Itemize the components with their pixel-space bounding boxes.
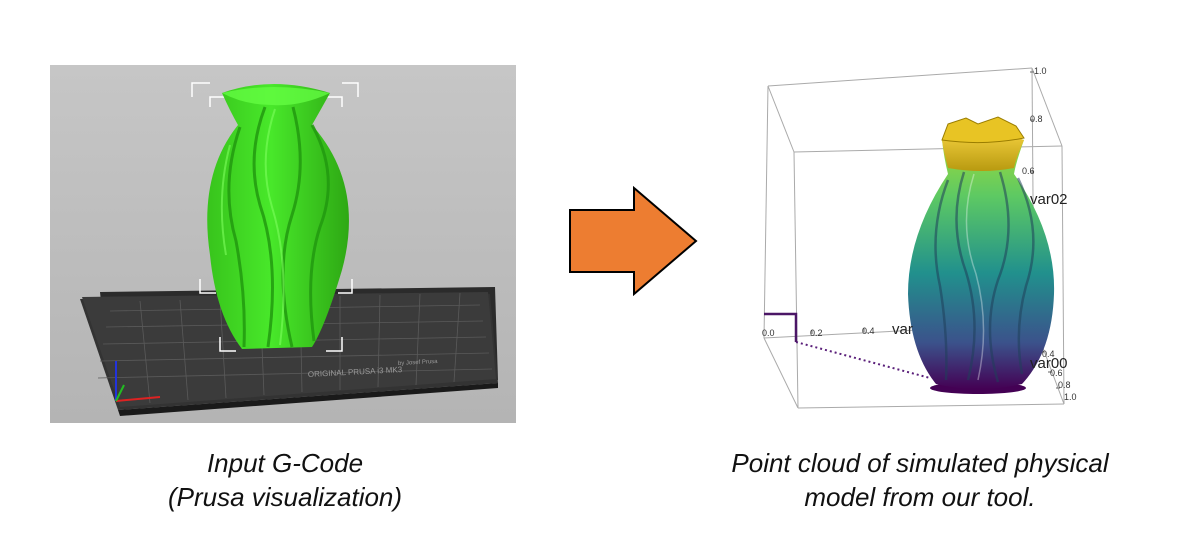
- left-caption: Input G-Code (Prusa visualization): [100, 446, 470, 514]
- axis-gizmo: [115, 361, 161, 402]
- point-cloud-panel: 1.0 0.8 0.6 0.0 0.2 0.4 0.4 0.6 0.8 1.0 …: [752, 62, 1082, 414]
- z-tick-label: 0.6: [1022, 166, 1035, 176]
- right-caption-line-2: model from our tool.: [804, 482, 1036, 512]
- left-caption-line-1: Input G-Code: [206, 448, 364, 478]
- z-axis-label: var02: [1030, 191, 1068, 208]
- prusa-visualization-panel: ORIGINAL PRUSA i3 MK3 by Josef Prusa: [50, 65, 516, 423]
- point-cloud-vase: [908, 116, 1055, 394]
- z-tick-label: 0.8: [1030, 114, 1043, 124]
- prusa-scene: ORIGINAL PRUSA i3 MK3 by Josef Prusa: [50, 65, 516, 423]
- x-axis-label: var: [892, 321, 913, 338]
- y-axis-label: var00: [1030, 355, 1068, 372]
- origin-marker: [764, 312, 931, 379]
- bed-brand-sublabel: by Josef Prusa: [398, 359, 439, 367]
- right-arrow-icon: [569, 186, 698, 296]
- bounding-box-brackets: [191, 82, 359, 352]
- y-tick-label: 0.4: [1042, 349, 1055, 359]
- x-tick-label: 0.4: [862, 326, 875, 336]
- left-caption-line-2: (Prusa visualization): [167, 482, 403, 512]
- y-tick-label: 0.8: [1058, 380, 1071, 390]
- x-tick-label: 0.0: [762, 328, 775, 338]
- green-vase: [207, 84, 349, 349]
- vase-lip: [941, 116, 1025, 144]
- y-tick-label: 0.6: [1050, 368, 1063, 378]
- z-tick-label: 1.0: [1034, 66, 1047, 76]
- vase-grooves: [934, 171, 1035, 383]
- tick-marks: [811, 71, 1060, 389]
- x-tick-label: 0.2: [810, 328, 823, 338]
- y-tick-label: 1.0: [1064, 392, 1077, 402]
- right-caption: Point cloud of simulated physical model …: [680, 446, 1160, 514]
- point-cloud-plot: 1.0 0.8 0.6 0.0 0.2 0.4 0.4 0.6 0.8 1.0 …: [762, 66, 1077, 409]
- right-caption-line-1: Point cloud of simulated physical: [731, 448, 1109, 478]
